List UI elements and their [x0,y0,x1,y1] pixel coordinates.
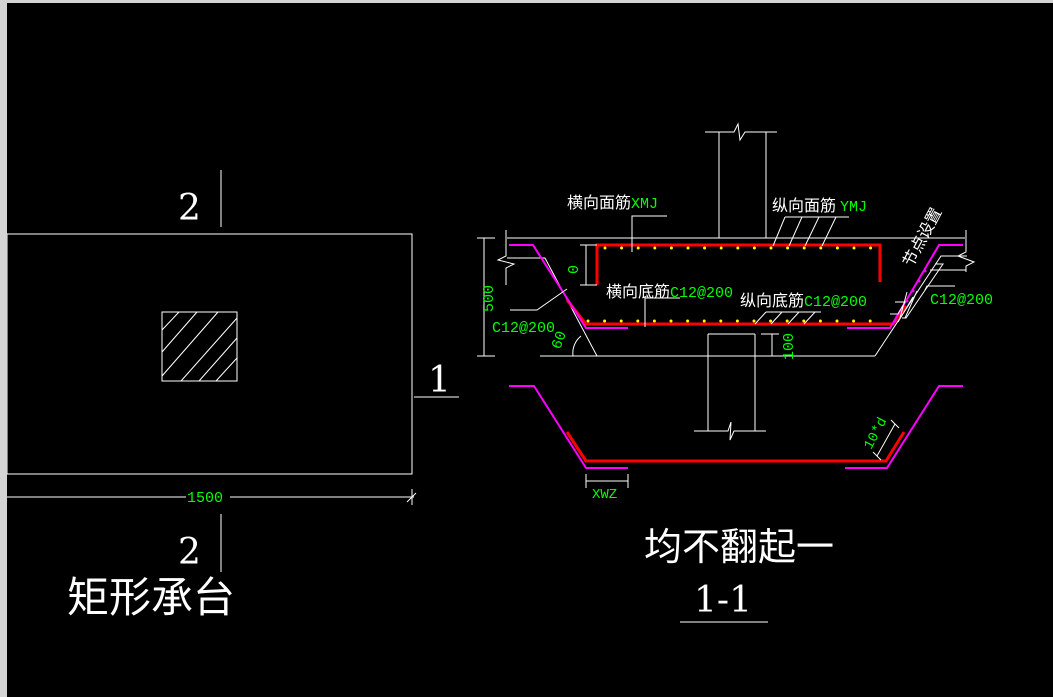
rebar-point [818,319,822,323]
rebar-point [802,319,806,323]
width-dimension-text: 1500 [187,490,223,507]
rebar-point [802,246,806,250]
rebar-point [586,319,590,323]
section-mark-top: 2 [178,188,201,229]
top-rebar-points [603,246,873,250]
leader-bottom-transverse [644,297,680,327]
section-number: 1-1 [694,580,752,621]
rebar-point [786,246,790,250]
rebar-point [669,319,673,323]
rebar-point [736,246,740,250]
label-left-slope: C12@200 [492,320,555,337]
dim-top-cover: 0 [566,244,597,286]
pile-cap-outline [7,233,413,475]
rebar-point [636,319,640,323]
section-mark-bottom: 2 [178,532,201,573]
left-slope-rebar [509,244,628,329]
rebar-point [819,246,823,250]
label-bottom-longitudinal: 纵向底筋C12@200 [740,291,867,311]
dim-top-cover-text: 0 [566,265,583,274]
dim-height: 500 [477,237,498,357]
detail-right-slope-rebar [845,385,963,469]
drawing-svg: 2 2 1 1500 矩形承台 [7,122,993,623]
bottom-rebar-points [586,319,872,323]
rebar-point [702,319,706,323]
top-rebar [595,243,882,285]
rebar-point [769,319,773,323]
rebar-point [752,246,756,250]
rebar-detail: XWZ 10*d [509,385,963,503]
node-leader-2 [902,263,944,319]
dim-height-text: 500 [481,285,498,312]
column-upper [705,122,777,238]
section-title: 均不翻起一 [644,525,834,569]
detail-left-slope-rebar [509,385,628,469]
rebar-point [686,319,690,323]
label-bottom-transverse: 横向底筋C12@200 [606,282,733,302]
angle-text: 60 [549,329,571,352]
rebar-point [603,246,607,250]
leader-bottom-longitudinal [754,311,821,325]
rebar-point [869,246,873,250]
rebar-point [735,319,739,323]
dim-bottom-cover: 100 [761,333,798,360]
rebar-point [653,246,657,250]
break-left [496,230,516,285]
column-hatched [161,311,238,382]
plan-view: 2 2 1 1500 矩形承台 [7,170,459,622]
leader-left-slope [510,288,568,311]
rebar-point [719,319,723,323]
rebar-point [652,319,656,323]
rebar-point [636,246,640,250]
detail-bottom-rebar [565,431,906,463]
dim-bottom-cover-text: 100 [781,333,798,360]
plan-view-title: 矩形承台 [67,573,235,622]
label-right-slope: C12@200 [930,292,993,309]
rebar-point [785,319,789,323]
rebar-point [852,319,856,323]
rebar-point [686,246,690,250]
rebar-point [752,319,756,323]
leader-top-longitudinal [772,216,849,247]
rebar-point [719,246,723,250]
rebar-point [603,319,607,323]
rebar-point [620,246,624,250]
rebar-point [835,246,839,250]
width-dimension: 1500 [7,489,417,507]
right-slope-rebar [847,244,963,329]
rebar-point [769,246,773,250]
cap-left-slope [507,257,598,357]
dim-extension-text: XWZ [592,487,617,503]
break-right [956,230,976,272]
angle-arc [572,335,582,357]
section-mark-right: 1 [428,360,451,401]
rebar-point [619,319,623,323]
pile-lower [694,333,766,441]
rebar-point [703,246,707,250]
cad-drawing-canvas[interactable]: 2 2 1 1500 矩形承台 [7,3,1053,697]
rebar-point [868,319,872,323]
rebar-point [669,246,673,250]
leader-top-transverse [631,215,667,252]
rebar-point [852,246,856,250]
label-top-transverse: 横向面筋XMJ [567,193,658,213]
rebar-point [835,319,839,323]
dim-anchor-text: 10*d [861,415,891,452]
